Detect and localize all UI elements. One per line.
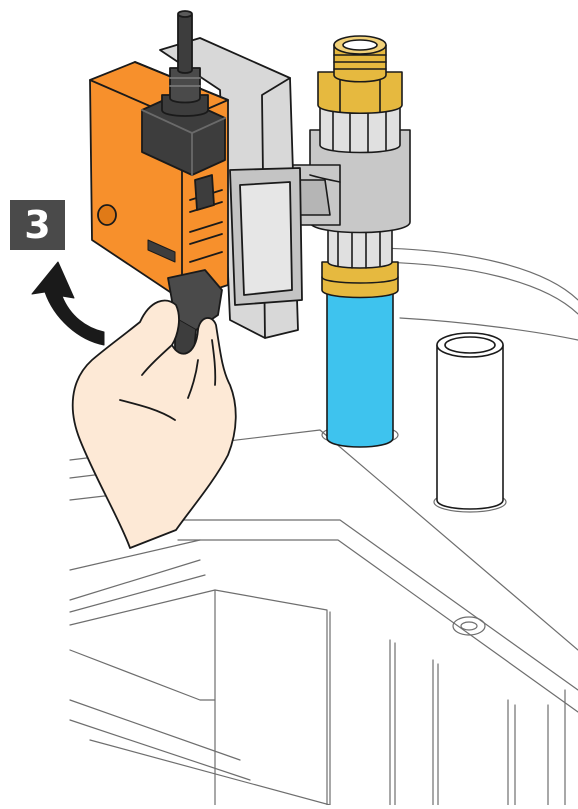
blue-pipe [326,289,394,448]
step-number-badge: 3 [10,200,65,250]
curved-rotation-arrow [31,261,105,346]
valve-assembly [289,35,411,299]
white-pipe [436,332,504,510]
device-housing [69,247,578,806]
hand-gripping-lever [71,299,237,549]
actuator [89,10,303,396]
